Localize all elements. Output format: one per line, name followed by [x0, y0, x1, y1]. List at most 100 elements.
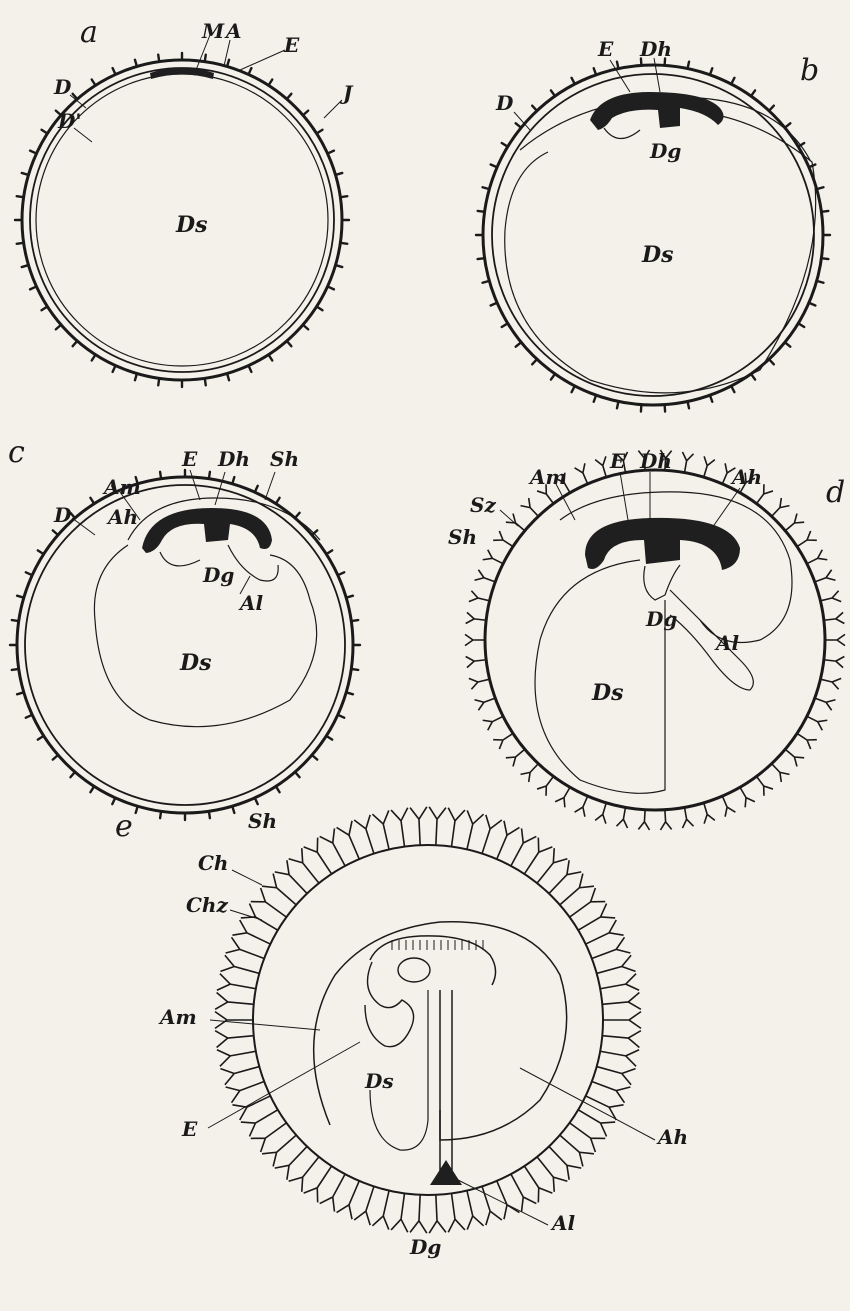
panel-a-label-D: D: [53, 75, 72, 99]
panel-b-villus: [688, 62, 689, 69]
panel-b-villus: [478, 211, 485, 212]
panel-b-gut-fold: [604, 128, 640, 139]
panel-e-villus: [220, 955, 259, 973]
panel-b-letter: b: [800, 53, 819, 88]
panel-d-yolk-sac: [535, 560, 665, 793]
adjacent-page-line: anu: [760, 834, 813, 867]
panel-a-villus: [287, 94, 292, 99]
panel-d-villus: [493, 531, 513, 547]
panel-c-label-Dg: Dg: [202, 563, 234, 587]
panel-a-villus: [113, 68, 116, 74]
panel-c-villus: [160, 811, 161, 818]
panel-c-villus: [70, 772, 75, 777]
adjacent-page-line: con: [760, 456, 811, 489]
panel-c-villus: [295, 513, 300, 518]
panel-b-villus: [572, 386, 575, 392]
panel-d-villus: [682, 807, 693, 828]
panel-a: a M A E D D' J Ds: [15, 15, 354, 387]
panel-c-villus: [90, 498, 94, 504]
panel-e-villus: [220, 1067, 259, 1085]
panel-e-villus: [226, 937, 265, 958]
panel-e-label-E: E: [181, 1117, 198, 1141]
panel-d-villus: [704, 803, 715, 824]
panel-e-villus: [217, 1050, 256, 1067]
panel-c-embryo: [142, 508, 272, 553]
panel-e-villus: [262, 1135, 296, 1166]
panel-a-villus: [328, 286, 334, 289]
panel-e-villus: [215, 1031, 254, 1048]
panel-e-label-Sh: Sh: [248, 809, 277, 833]
panel-d-villus: [824, 656, 845, 667]
panel-a-villus: [158, 55, 159, 62]
panel-e-villus: [232, 920, 270, 944]
panel-e-villus: [560, 874, 594, 905]
panel-e-villus: [497, 821, 520, 859]
panel-e-label-Chz: Chz: [186, 893, 228, 917]
panel-a-villus: [17, 196, 24, 197]
panel-d-embryo: [585, 518, 740, 570]
panel-d-villus: [506, 514, 525, 531]
panel-c-villus: [255, 486, 258, 492]
panel-b-villus: [594, 395, 596, 402]
panel-a-villus: [73, 341, 78, 346]
panel-a-letter: a: [80, 15, 98, 50]
panel-c: c Am E Dh Sh D Ah Dg Al Ds: [8, 435, 360, 820]
panel-c-villus: [38, 736, 44, 740]
panel-b-villus: [572, 78, 575, 84]
adjacent-page-line: zon: [760, 204, 810, 237]
panel-b-villus: [751, 374, 755, 380]
panel-b-villus: [551, 90, 555, 96]
panel-d-villus: [466, 612, 487, 623]
adjacent-page-line: nur: [760, 1212, 810, 1245]
panel-d-villus: [475, 570, 496, 582]
panel-a-villus: [303, 111, 308, 116]
panel-b-villus: [502, 143, 508, 147]
adjacent-page-line: emb: [760, 1086, 821, 1119]
panel-a-villus: [205, 55, 206, 62]
adjacent-page-line: em: [760, 1170, 803, 1203]
panel-e-villus: [372, 810, 389, 849]
panel-d-villus: [824, 612, 845, 623]
panel-c-label-Am: Am: [102, 475, 141, 499]
panel-b-label-D: D: [495, 91, 514, 115]
panel-d-villus: [521, 764, 539, 782]
panel-e: e Sh Ch Chz Am E Ds Ah Al Dg: [115, 807, 688, 1259]
panel-a-label-E: E: [283, 33, 300, 57]
adjacent-page-line: meso: [760, 36, 834, 69]
panel-e-villus: [602, 993, 641, 1010]
panel-d-villus: [797, 531, 817, 547]
panel-b-villus: [821, 258, 828, 259]
panel-c-villus: [38, 550, 44, 554]
adjacent-page-line: pro: [760, 0, 808, 27]
panel-e-villus: [429, 807, 446, 845]
panel-d-villus: [465, 634, 485, 645]
panel-c-label-Ds: Ds: [179, 650, 211, 676]
panel-e-villus: [372, 1191, 389, 1230]
panel-d-label-Sh: Sh: [448, 525, 477, 549]
panel-e-villus: [410, 1195, 427, 1233]
panel-a-leader-E: [240, 50, 285, 70]
adjacent-page-line: emm: [760, 876, 830, 909]
panel-e-villus: [391, 808, 408, 847]
panel-c-villus: [351, 669, 358, 670]
panel-c-villus: [12, 620, 19, 621]
panel-d-villus: [820, 678, 841, 689]
panel-a-villus: [30, 286, 36, 289]
adjacent-page-line: dei: [760, 162, 803, 195]
panel-e-villus: [448, 808, 465, 847]
panel-a-villus: [92, 355, 96, 361]
panel-e-letter: e: [115, 809, 133, 844]
panel-e-villus: [549, 1146, 581, 1179]
panel-a-villus: [340, 243, 347, 244]
panel-e-villus: [597, 1067, 636, 1085]
panel-e-villus: [600, 1050, 639, 1067]
panel-a-villus: [303, 325, 308, 330]
adjacent-page-line: org: [760, 1002, 808, 1035]
panel-a-villus: [317, 130, 323, 134]
panel-d-villus: [506, 749, 525, 766]
panel-c-label-Sh: Sh: [270, 447, 299, 471]
panel-d-villus: [466, 656, 487, 667]
panel-d-allantois: [670, 590, 753, 690]
panel-e-villus: [262, 874, 296, 905]
panel-d-villus: [575, 796, 588, 817]
